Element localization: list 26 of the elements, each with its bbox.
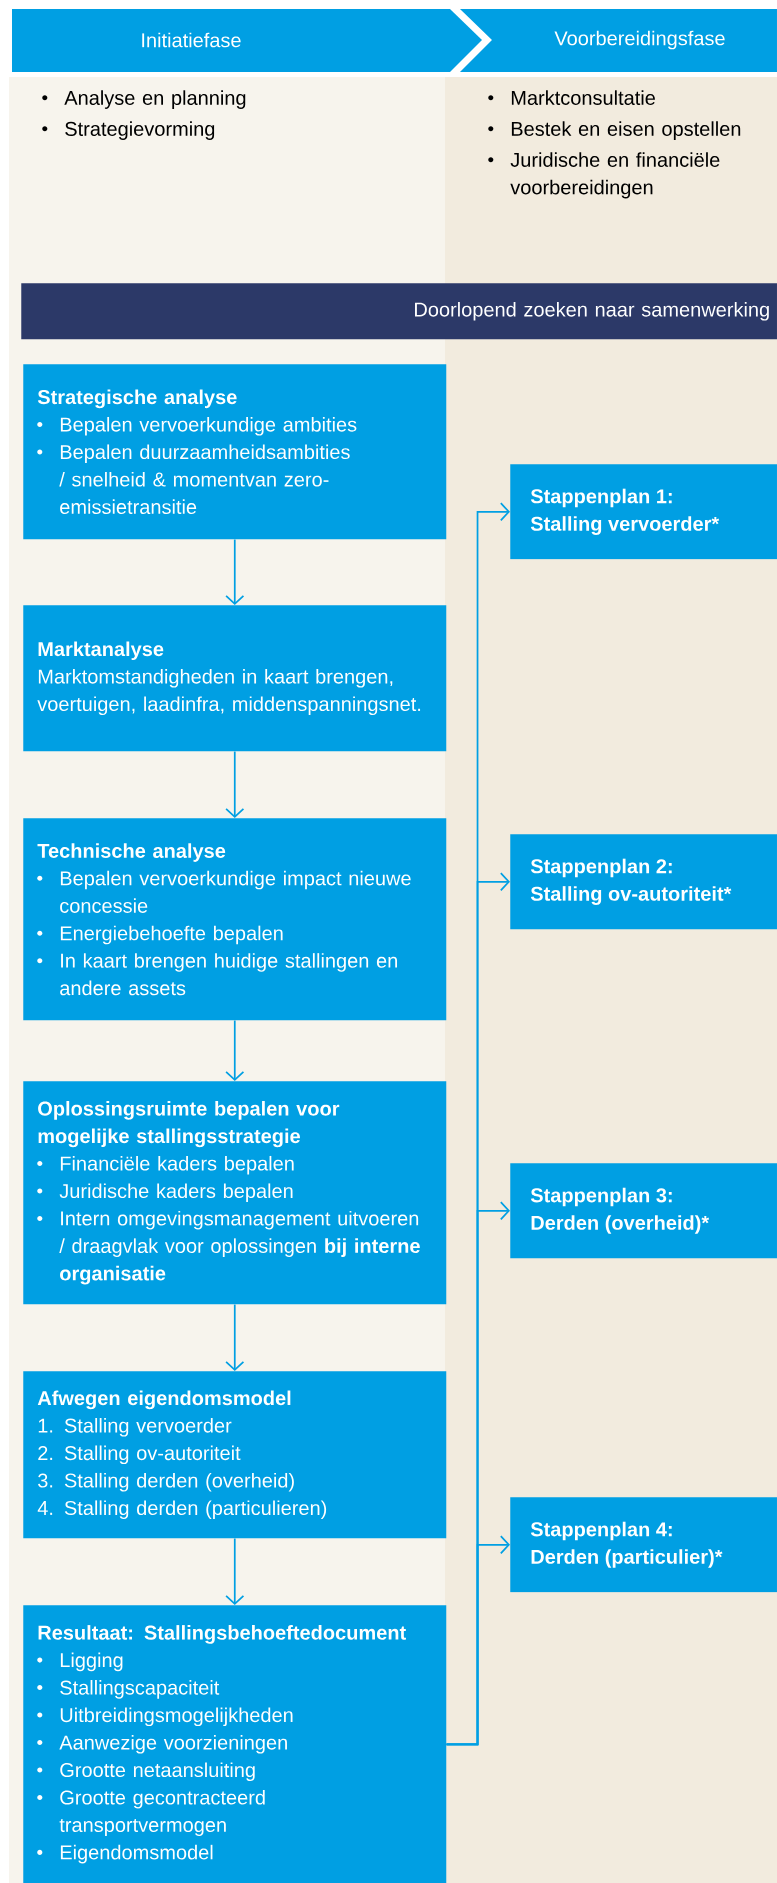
arrow bbox=[225, 1537, 245, 1605]
process-box: Oplossingsruimte bepalen voor mogelijke stallingsstrategie Financiële kaders bepalen Juridische kaders bepalen Intern omgevingsmanagement uitvoeren / draagvlak voor oplossingen bij interne organisatie bbox=[23, 1081, 447, 1305]
step-box: Stappenplan 2: Stalling ov-autoriteit* bbox=[510, 834, 777, 930]
bullet-item: Strategievorming bbox=[42, 121, 215, 140]
step-box: Stappenplan 4: Derden (particulier)* bbox=[510, 1497, 777, 1593]
process-box: Afwegen eigendomsmodel 1. Stalling vervoerder 2. Stalling ov-autoriteit 3. Stalling derden (overheid) 4. Stalling derden (particulieren) bbox=[23, 1371, 447, 1539]
node-label: Initiatiefase bbox=[142, 32, 241, 48]
phase-header: Voorbereidingsfase bbox=[460, 9, 777, 72]
bullet-item: Juridische en financiële voorbereidingen bbox=[488, 152, 720, 199]
process-box: Strategische analyse Bepalen vervoerkundige ambities Bepalen duurzaamheidsambities / snelheid & momentvan zero-emissietransitie bbox=[23, 364, 447, 540]
banner: Doorlopend zoeken naar samenwerking bbox=[21, 283, 777, 340]
step-box: Stappenplan 1: Stalling vervoerder* bbox=[510, 464, 777, 560]
process-box: Resultaat: Stallingsbehoeftedocument Ligging Stallingscapaciteit Uitbreidingsmogelijkheden Aanwezige voorzieningen Grootte netaansluiting Grootte gecontracteerd transportvermogen Eigendomsmodel bbox=[23, 1605, 447, 1883]
node-label: Voorbereidingsfase bbox=[554, 30, 725, 50]
phase-header: Initiatiefase bbox=[12, 9, 482, 72]
arrow bbox=[225, 1303, 245, 1371]
arrow bbox=[225, 1019, 245, 1081]
process-box: Technische analyse Bepalen vervoerkundige impact nieuwe concessie Energiebehoefte bepalen In kaart brengen huidige stallingen en andere assets bbox=[23, 818, 447, 1021]
arrow bbox=[445, 1535, 510, 1746]
step-box: Stappenplan 3: Derden (overheid)* bbox=[510, 1163, 777, 1259]
arrow bbox=[225, 750, 245, 818]
arrow bbox=[225, 538, 245, 605]
bullet-item: Analyse en planning bbox=[42, 90, 246, 109]
bullet-item: Marktconsultatie bbox=[488, 90, 655, 105]
bullet-item: Bestek en eisen opstellen bbox=[488, 121, 741, 140]
process-box: Marktanalyse Marktomstandigheden in kaart brengen, voertuigen, laadinfra, middenspanningsnet. bbox=[23, 605, 447, 752]
